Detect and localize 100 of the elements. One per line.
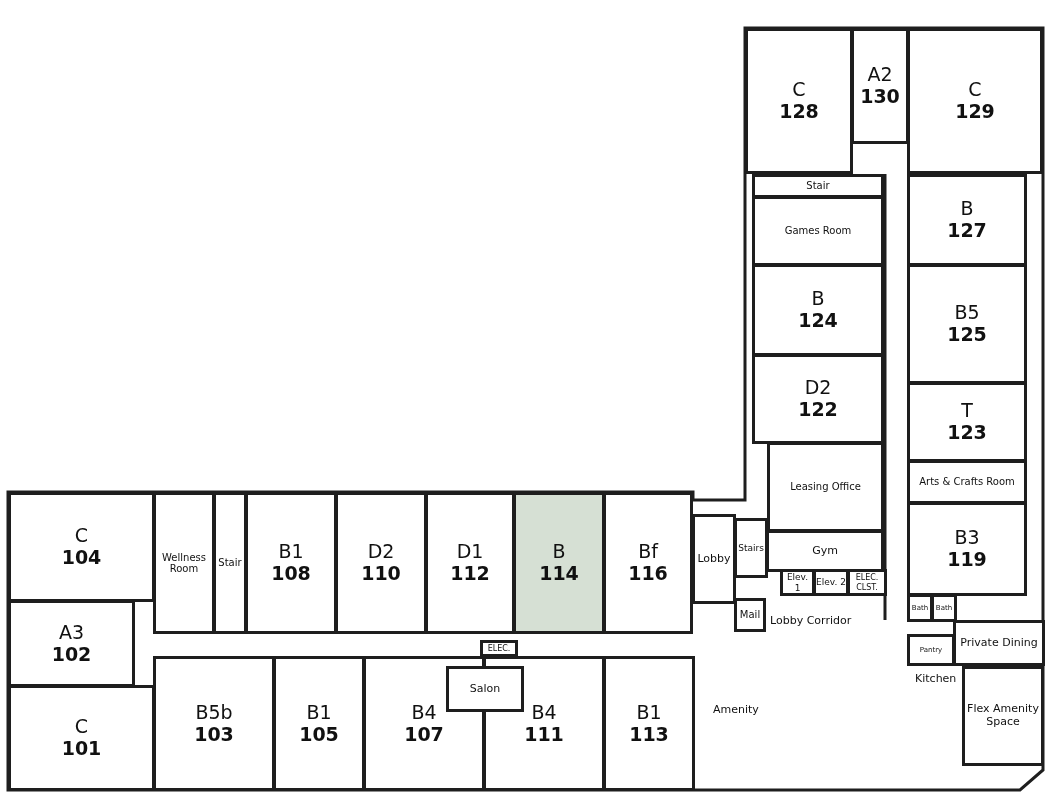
area-label: Kitchen [915,672,957,685]
room [767,442,884,532]
room-name: C [792,79,806,101]
room-name: D2 [804,377,832,399]
room [425,492,515,634]
room [603,492,693,634]
unit-number: 101 [61,738,102,760]
area-label: Lobby Corridor [770,614,852,627]
unit-number: 110 [361,563,401,585]
room [907,174,1027,266]
unit-number: 102 [51,643,92,666]
unit-number: 124 [798,310,838,332]
room-name: Arts & Crafts Room [919,476,1015,488]
room-name: B4 [411,701,437,724]
room-name: Stair [806,180,830,192]
room-name: B1 [278,541,304,563]
room [907,460,1027,504]
unit-number: 114 [539,563,579,585]
room [931,594,957,622]
room [907,382,1027,462]
room [273,656,365,791]
room-name: Mail [739,609,761,621]
unit-number: 104 [61,547,102,569]
unit-number: 112 [450,563,490,585]
room [446,666,524,712]
room-name: B4 [531,701,557,724]
room-name: Games Room [784,225,852,237]
room-name: ELEC. CLST. [854,573,880,592]
room-name: Gym [812,544,838,558]
room [8,600,135,687]
room [907,264,1027,384]
room [603,656,695,791]
room-name: A3 [58,621,85,644]
unit-number: 129 [955,101,995,123]
room-name: Flex Amenity Space [966,703,1040,729]
room [480,640,518,657]
room-name: Stairs [738,542,764,554]
room [245,492,337,634]
room [766,530,884,572]
unit-number: 108 [271,563,311,585]
room-name: B [960,198,974,220]
unit-number: 113 [629,723,669,746]
room [953,620,1045,666]
room-name: C [74,716,89,738]
unit-number: 119 [947,549,987,571]
room [153,492,215,634]
room-name: Lobby [697,552,731,566]
room [813,569,849,596]
room-name: D2 [367,541,395,563]
room-name: B5 [954,302,980,324]
room-name: D1 [456,541,484,563]
unit-number: 111 [524,723,564,746]
room [8,492,155,602]
room [513,492,605,634]
room-name: C [968,79,982,101]
room [8,685,155,791]
unit-number: 123 [947,422,987,444]
room-name: B1 [636,701,662,724]
room [153,656,275,791]
room [745,28,853,174]
room [780,569,815,596]
room [752,264,884,356]
room-name: Stair [218,557,242,569]
room-name: B5b [195,701,233,724]
room-name: B3 [954,527,980,549]
room-name: Elev. 2 [816,577,846,588]
unit-number: 116 [628,563,668,585]
room-name: A2 [867,64,893,86]
room [847,569,887,596]
unit-number: 105 [299,723,339,746]
room-name: Bf [638,541,658,563]
unit-number: 103 [194,723,234,746]
room-name: ELEC. [487,643,511,654]
room-name: B1 [306,701,332,724]
room-name: B [811,288,825,310]
room [907,502,1027,596]
room [851,28,909,144]
room [692,514,736,604]
room [962,666,1044,766]
room-name: T [961,400,973,422]
unit-number: 125 [947,324,987,346]
room-name: C [74,525,89,547]
room-name: Leasing Office [790,481,861,493]
unit-number: 122 [798,399,838,421]
unit-number: 127 [947,220,987,242]
room [752,196,884,266]
room [907,28,1043,174]
room [907,634,955,666]
room [907,594,933,622]
room [752,354,884,444]
room [213,492,247,634]
room-name: Wellness Room [161,551,207,575]
unit-number: 128 [779,101,819,123]
unit-number: 130 [860,86,900,108]
room-name: Elev. 1 [785,572,810,593]
unit-number: 107 [404,723,444,746]
room [734,518,768,578]
room-name: Salon [469,682,501,696]
room-name: B [552,541,566,563]
room [752,174,884,198]
